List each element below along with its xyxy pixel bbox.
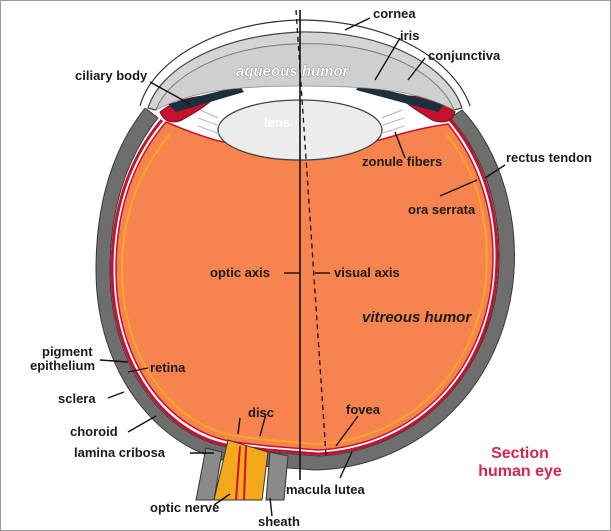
label-fovea: fovea — [346, 402, 381, 417]
label-ora-serrata: ora serrata — [408, 202, 476, 217]
label-lamina-cribosa: lamina cribosa — [74, 445, 166, 460]
label-iris: iris — [400, 28, 420, 43]
label-visual-axis: visual axis — [334, 265, 400, 280]
label-ciliary-body: ciliary body — [75, 68, 148, 83]
label-conjunctiva: conjunctiva — [428, 48, 501, 63]
title-line-2: human eye — [478, 463, 562, 480]
label-choroid: choroid — [70, 424, 118, 439]
label-lens: lens — [264, 115, 290, 130]
label-pigment: pigment — [42, 344, 93, 359]
title-line-1: Section — [491, 445, 549, 462]
label-sheath: sheath — [258, 514, 300, 529]
label-cornea: cornea — [373, 6, 416, 21]
label-rectus-tendon: rectus tendon — [506, 150, 592, 165]
label-epithelium: epithelium — [30, 358, 95, 373]
label-vitreous-humor: vitreous humor — [362, 309, 472, 326]
label-macula-lutea: macula lutea — [286, 482, 366, 497]
label-retina: retina — [150, 360, 186, 375]
label-aqueous-humor: aqueous humor — [236, 63, 350, 80]
label-sclera: sclera — [58, 391, 96, 406]
label-zonule-fibers: zonule fibers — [362, 154, 442, 169]
label-disc: disc — [248, 405, 274, 420]
label-optic-nerve: optic nerve — [150, 500, 219, 515]
label-optic-axis: optic axis — [210, 265, 270, 280]
